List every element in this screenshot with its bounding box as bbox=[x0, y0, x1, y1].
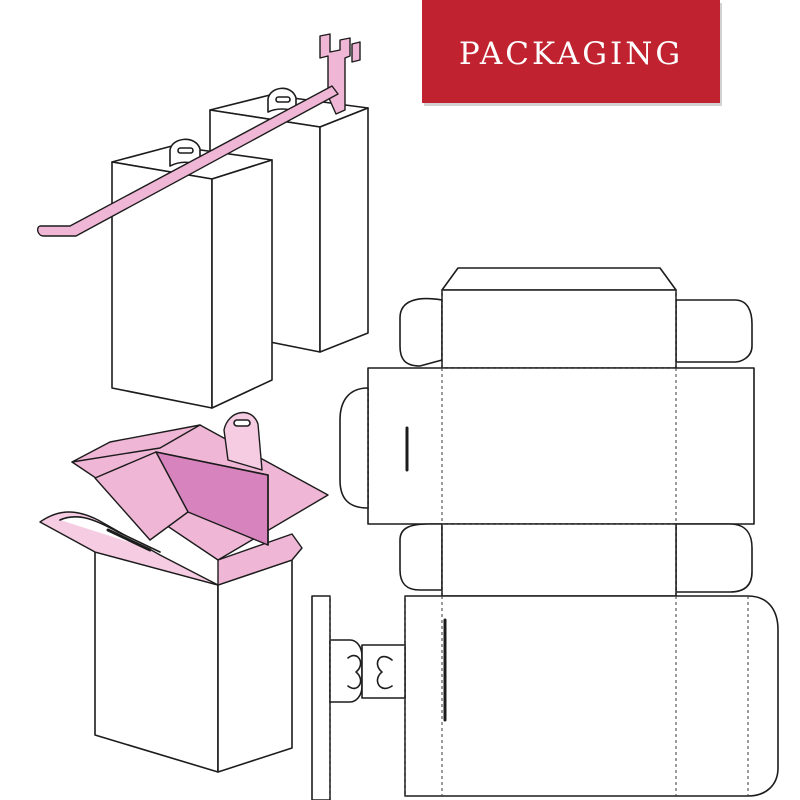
hanging-boxes bbox=[36, 33, 369, 409]
dieline bbox=[311, 267, 779, 800]
front-box bbox=[111, 138, 273, 409]
peg-hook bbox=[36, 33, 361, 237]
banner-title: PACKAGING bbox=[458, 35, 684, 72]
title-banner: PACKAGING bbox=[422, 0, 720, 103]
open-box bbox=[39, 412, 329, 773]
